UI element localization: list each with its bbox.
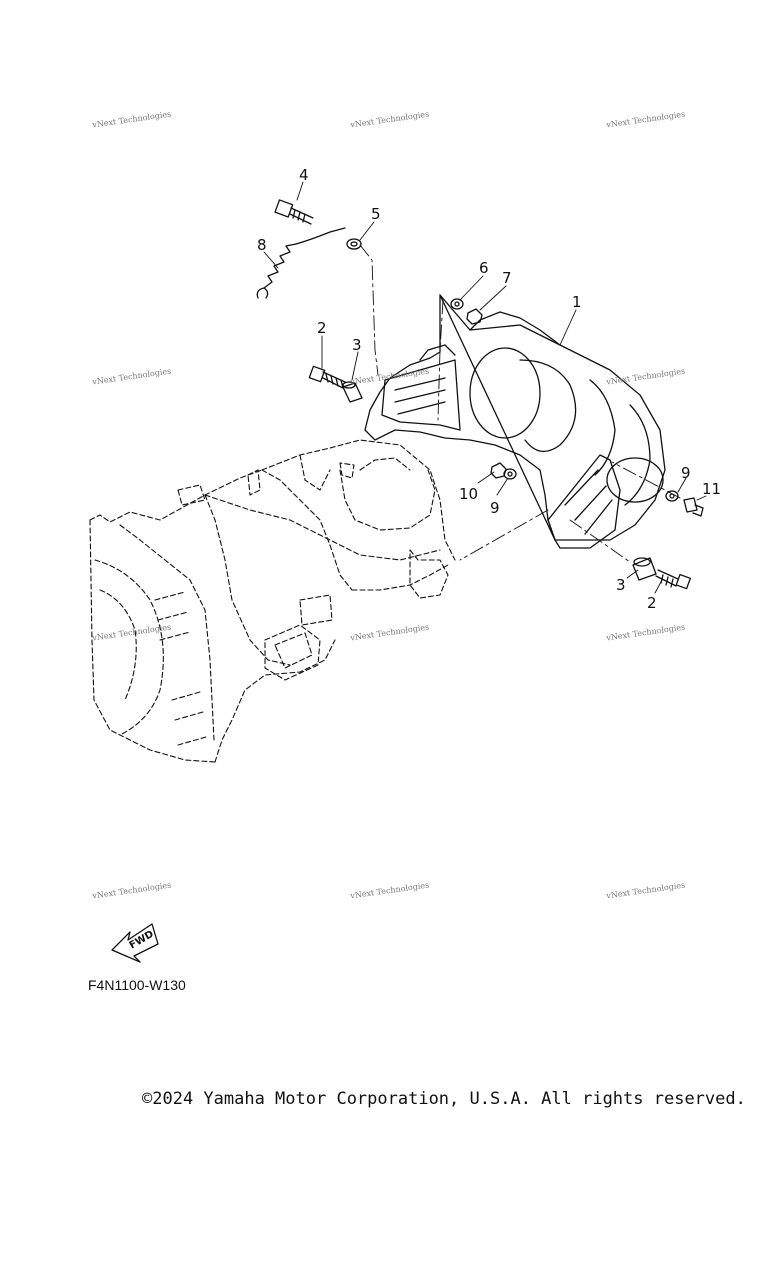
copyright-notice: ©2024 Yamaha Motor Corporation, U.S.A. A…: [142, 1089, 746, 1109]
bolt-part-4: [274, 199, 314, 225]
fwd-label: FWD: [128, 929, 156, 952]
collar-part-3: [342, 381, 363, 403]
jet-pump-assembly: [89, 439, 456, 763]
drawing-code: F4N1100-W130: [88, 977, 186, 993]
collar-part-3-lower: [632, 557, 657, 581]
callout-9-right: 9: [681, 464, 691, 482]
nut-part-7: [466, 308, 483, 325]
callout-3-lower: 3: [616, 576, 626, 594]
washer-part-6: [450, 298, 464, 310]
callout-10: 10: [459, 485, 478, 503]
callout-1: 1: [572, 293, 582, 311]
callout-5: 5: [371, 205, 381, 223]
fwd-arrow-icon: [111, 923, 159, 963]
callout-4: 4: [299, 166, 309, 184]
nut-part-10: [490, 462, 507, 479]
spring-part-8: [256, 227, 346, 299]
bolt-part-2-lower: [655, 569, 691, 590]
pump-housing-part-1: [364, 294, 666, 549]
callout-9: 9: [490, 499, 500, 517]
bolt-part-2: [308, 365, 346, 389]
callout-2-lower: 2: [647, 594, 657, 612]
callout-11: 11: [702, 480, 721, 498]
bolt-part-11: [683, 497, 704, 517]
callout-leaders: [263, 181, 707, 594]
bushing-part-5: [346, 238, 362, 250]
callout-6: 6: [479, 259, 489, 277]
assembly-lines: [359, 244, 681, 563]
callout-7: 7: [502, 269, 512, 287]
callout-3: 3: [352, 336, 362, 354]
callout-2: 2: [317, 319, 327, 337]
callout-8: 8: [257, 236, 267, 254]
